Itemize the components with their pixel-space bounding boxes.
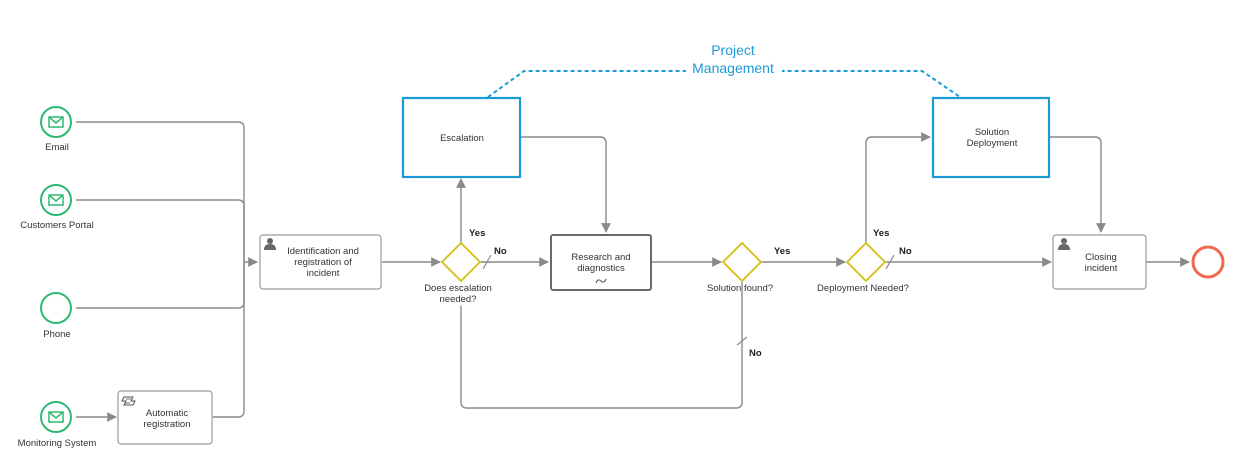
task-label-closing-line2: incident [1085,263,1118,274]
flow-solution-deployment-to-closing[interactable] [1049,136,1106,233]
start-event-phone[interactable]: Phone [40,292,72,340]
sequence-flows [76,121,1190,422]
user-icon [1058,238,1070,250]
start-event-monitoring-system[interactable]: Monitoring System [18,401,97,449]
task-label-automatic-line2: registration [144,419,191,430]
event-label-email: Email [45,142,69,153]
flow-solution-no-loop[interactable] [460,281,743,409]
gateway-label-deployment-needed: Deployment Needed? [817,283,909,294]
script-icon [121,396,136,406]
task-label-solution-line1: Solution [975,127,1009,138]
task-label-closing-line1: Closing [1085,252,1117,263]
gateway-label-solution-found: Solution found? [707,283,773,294]
start-event-customers-portal[interactable]: Customers Portal [20,184,94,231]
gateway-label-escalation-line2: needed? [440,294,477,305]
task-label-identification-line2: registration of [294,257,352,268]
envelope-icon [48,194,64,206]
gateway-solution-found[interactable]: Solution found? Yes No [707,241,790,359]
task-identification-registration[interactable]: Identification and registration of incid… [259,234,382,290]
gateway-escalation-yes: Yes [469,228,485,239]
flow-email[interactable] [76,121,258,267]
event-label-customers-portal: Customers Portal [20,220,93,231]
task-label-identification-line3: incident [307,268,340,279]
envelope-icon [48,411,64,423]
task-label-identification-line1: Identification and [287,246,359,257]
envelope-icon [48,116,64,128]
gateway-solution-no: No [749,348,762,359]
task-label-escalation: Escalation [440,133,484,144]
task-automatic-registration[interactable]: Automatic registration [117,390,213,445]
task-label-solution-line2: Deployment [967,138,1018,149]
flow-auto-registration[interactable] [213,262,245,418]
gateway-deployment-no: No [899,246,912,257]
gateway-escalation-no: No [494,246,507,257]
project-management-group: Project Management [487,42,961,98]
event-label-phone: Phone [43,329,70,340]
group-label-line1: Project [711,42,755,58]
task-label-research-line1: Research and [571,252,630,263]
group-label-line2: Management [692,60,774,76]
task-label-automatic-line1: Automatic [146,408,188,419]
task-closing-incident[interactable]: Closing incident [1052,234,1147,290]
gateway-solution-yes: Yes [774,246,790,257]
user-icon [264,238,276,250]
task-label-research-line2: diagnostics [577,263,625,274]
gateway-escalation-needed[interactable]: Does escalation needed? Yes No [424,228,507,306]
end-event[interactable] [1191,245,1225,279]
task-solution-deployment[interactable]: Solution Deployment [931,96,1051,179]
gateway-deployment-yes: Yes [873,228,889,239]
gateway-deployment-needed[interactable]: Deployment Needed? Yes No [817,228,912,294]
task-escalation[interactable]: Escalation [401,96,522,179]
flow-customers-portal[interactable] [76,199,245,262]
loop-marker-icon [595,278,607,284]
flow-phone[interactable] [76,262,245,309]
flow-deployment-yes[interactable] [865,132,931,244]
gateway-label-escalation-line1: Does escalation [424,283,492,294]
flow-escalation-to-research[interactable] [520,136,611,233]
start-event-email[interactable]: Email [40,106,72,153]
task-research-diagnostics[interactable]: Research and diagnostics [550,234,652,291]
event-label-monitoring-system: Monitoring System [18,438,97,449]
